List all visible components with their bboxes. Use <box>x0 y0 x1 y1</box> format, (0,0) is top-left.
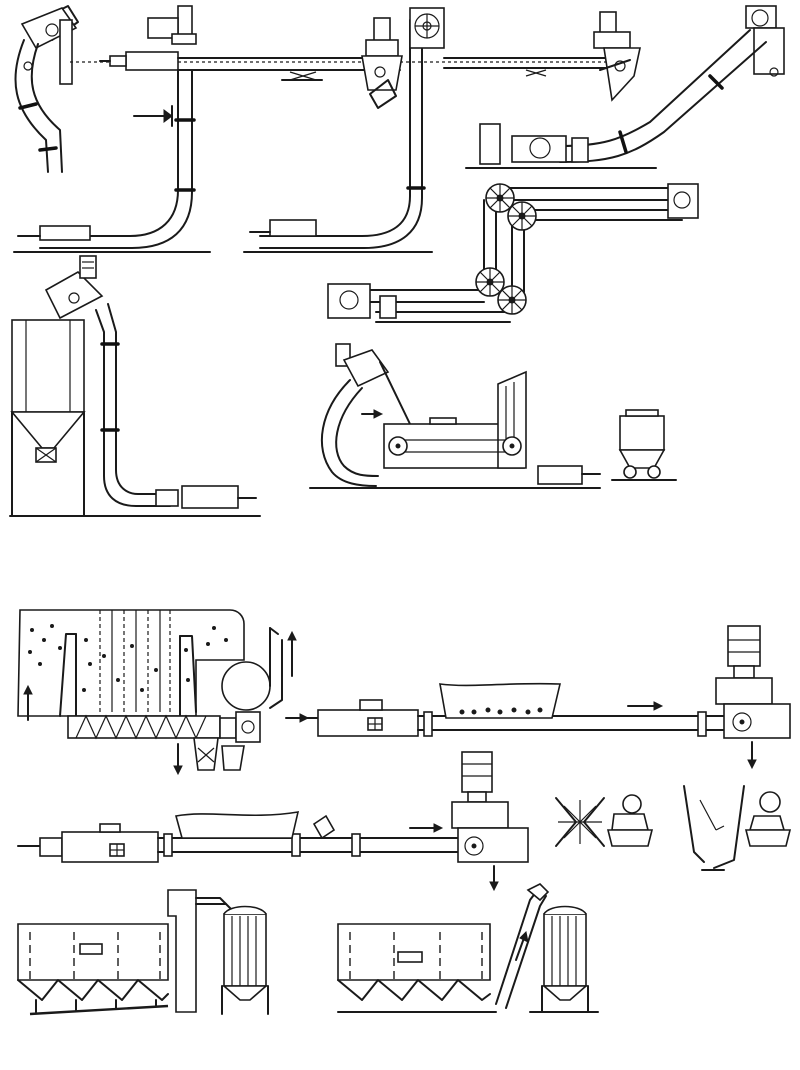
dust-particles <box>28 624 228 692</box>
trough-chain-conveyor <box>309 343 601 489</box>
curved-chute-feeder <box>14 5 79 173</box>
drive-motor-upper-right <box>715 625 791 770</box>
inclined-elevator-right <box>495 883 550 1009</box>
vertical-riser-1 <box>13 69 211 253</box>
discharge-valve-unit-2 <box>361 17 403 109</box>
receiving-hopper-right <box>337 923 497 1013</box>
screw-conveyor-lower <box>17 811 459 863</box>
sprocket-wheel-1 <box>485 183 515 213</box>
storage-silo-bottom-left <box>221 905 269 1015</box>
sprocket-wheel-3 <box>475 267 505 297</box>
sprocket-wheel-4 <box>497 285 527 315</box>
loop-conveyor-circuit <box>327 183 699 323</box>
flow-direction-arrow-1 <box>133 105 173 127</box>
bulk-conveyor-upper <box>285 682 725 737</box>
bucket-elevator-left <box>167 889 233 1013</box>
screw-conveyor-under-filter <box>67 711 261 776</box>
vertical-riser-2 <box>243 19 433 253</box>
feed-station-top-right <box>465 123 657 169</box>
corner-wheel-housing <box>409 7 611 77</box>
bag-filter-dust-collector <box>17 609 245 721</box>
receiving-hopper-left <box>17 923 169 1016</box>
silo-elevator-conveyor <box>9 255 261 517</box>
granules-in-hopper <box>459 707 543 715</box>
chute-gate-detail <box>683 785 792 871</box>
drive-motor-top-left <box>147 5 197 45</box>
hopper-cart <box>611 409 677 481</box>
horizontal-conveyor-line-top <box>70 51 640 81</box>
sprocket-wheel-2 <box>507 201 537 231</box>
inclined-conveyor-top-right <box>559 5 785 163</box>
discharge-valve-unit-3 <box>593 11 641 102</box>
rotary-valve-detail <box>555 794 654 847</box>
storage-silo-bottom-right <box>529 905 599 1013</box>
drive-motor-lower <box>451 751 529 892</box>
storage-silo-left <box>10 319 86 517</box>
cyclone-separator <box>221 627 297 711</box>
